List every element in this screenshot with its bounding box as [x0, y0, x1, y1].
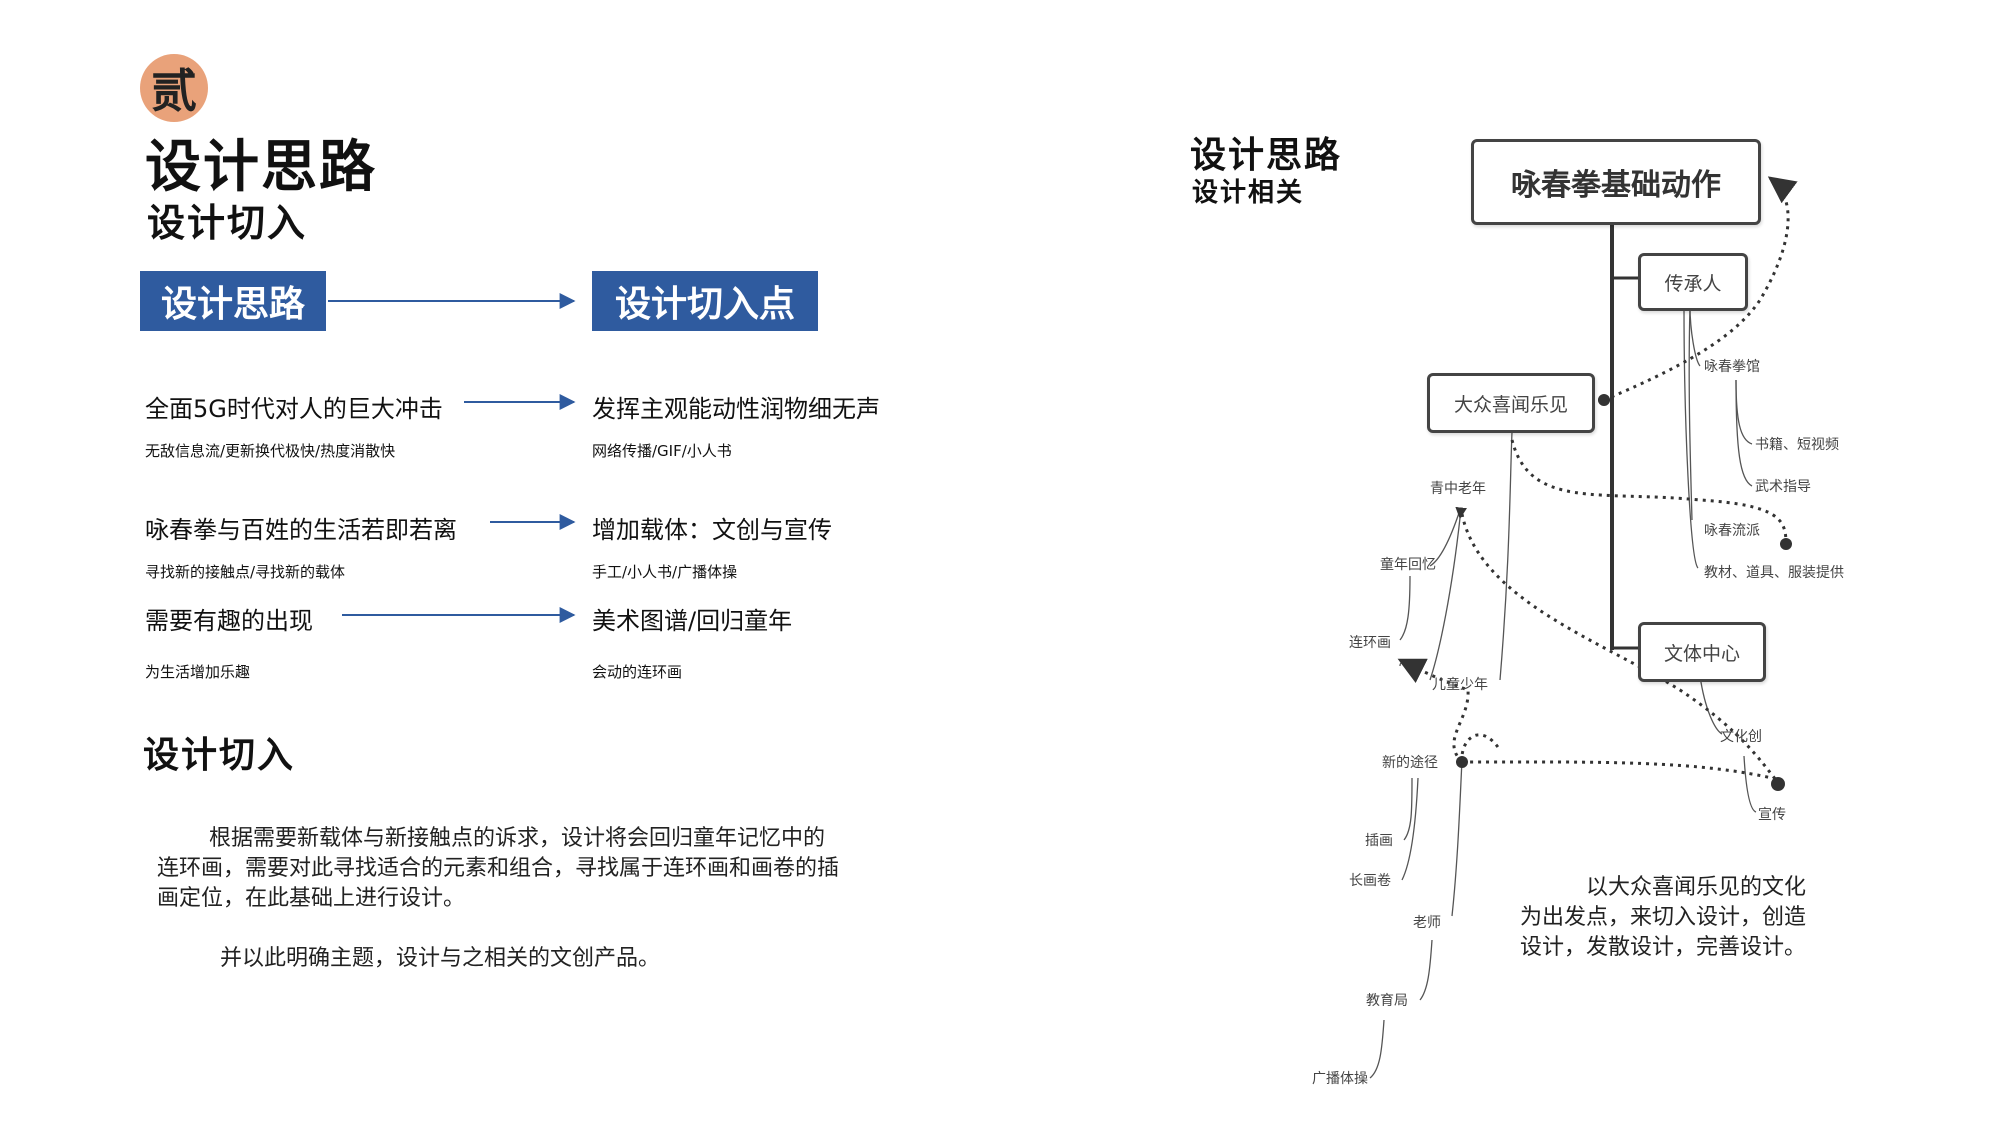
row2-left-sub: 寻找新的接触点/寻找新的载体 [145, 563, 346, 581]
entry-paragraph: 根据需要新载体与新接触点的诉求，设计将会回归童年记忆中的连环画，需要对此寻找适合… [157, 826, 840, 911]
leaf-cultural-creative: 文化创 [1720, 729, 1762, 745]
leaf-martial-guide: 武术指导 [1755, 479, 1811, 495]
node-culture-center: 文体中心 [1638, 622, 1766, 682]
entry-paragraph-2: 并以此明确主题，设计与之相关的文创产品。 [220, 946, 661, 971]
leaf-wingchun-hall: 咏春拳馆 [1704, 359, 1760, 375]
section-number-badge: 贰 [140, 54, 208, 122]
node-inheritor: 传承人 [1638, 253, 1748, 311]
row2-right-sub: 手工/小人书/广播体操 [592, 563, 738, 581]
design-idea-box: 设计思路 [140, 271, 326, 331]
row3-left-main: 需要有趣的出现 [145, 607, 313, 635]
mindmap-title: 设计思路 [1190, 134, 1343, 176]
leaf-teacher: 老师 [1413, 915, 1441, 931]
row3-right-sub: 会动的连环画 [592, 663, 683, 681]
leaf-scroll: 长画卷 [1349, 873, 1391, 889]
design-entry-box: 设计切入点 [592, 271, 818, 331]
row1-left-sub: 无敌信息流/更新换代极快/热度消散快 [145, 442, 396, 460]
leaf-children: 儿童少年 [1432, 677, 1488, 693]
row1-right-sub: 网络传播/GIF/小人书 [592, 442, 732, 460]
leaf-books-video: 书籍、短视频 [1755, 437, 1839, 453]
leaf-wingchun-school: 咏春流派 [1704, 523, 1760, 539]
mindmap-paragraph: 以大众喜闻乐见的文化为出发点，来切入设计，创造设计，发散设计，完善设计。 [1520, 875, 1807, 960]
row3-right-main: 美术图谱/回归童年 [592, 607, 793, 635]
leaf-comic: 连环画 [1349, 635, 1391, 651]
mindmap-root-node: 咏春拳基础动作 [1471, 139, 1761, 225]
leaf-materials: 教材、道具、服装提供 [1704, 565, 1844, 581]
page-subtitle: 设计切入 [147, 200, 308, 245]
row2-right-main: 增加载体：文创与宣传 [592, 516, 832, 544]
leaf-illustration: 插画 [1365, 833, 1393, 849]
badge-glyph: 贰 [151, 64, 197, 118]
page-title: 设计思路 [145, 134, 377, 200]
leaf-new-path: 新的途径 [1382, 755, 1438, 771]
leaf-childhood: 童年回忆 [1380, 557, 1436, 573]
row1-right-main: 发挥主观能动性润物细无声 [592, 395, 880, 423]
leaf-edu-bureau: 教育局 [1366, 993, 1408, 1009]
node-public: 大众喜闻乐见 [1427, 373, 1595, 433]
leaf-promotion: 宣传 [1758, 807, 1786, 823]
row3-left-sub: 为生活增加乐趣 [145, 663, 251, 681]
row2-left-main: 咏春拳与百姓的生活若即若离 [145, 516, 457, 544]
section-title: 设计切入 [143, 734, 296, 776]
mindmap-subtitle: 设计相关 [1192, 178, 1305, 208]
leaf-radio-exercise: 广播体操 [1312, 1071, 1368, 1087]
row1-left-main: 全面5G时代对人的巨大冲击 [145, 395, 443, 423]
leaf-youth-elder: 青中老年 [1430, 481, 1486, 497]
